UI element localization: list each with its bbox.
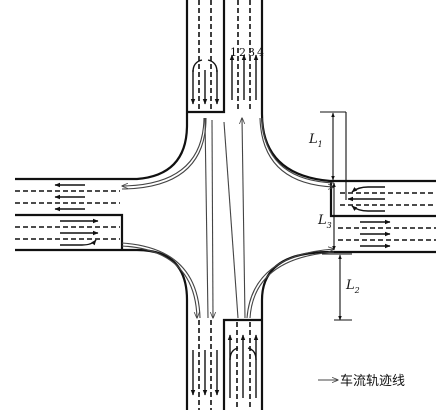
- lane-number: 2: [239, 46, 246, 59]
- dimension-l1: [320, 111, 347, 200]
- south-approach: [190, 318, 262, 410]
- west-approach: [15, 182, 124, 250]
- legend-label: 车流轨迹线: [340, 373, 405, 389]
- lane-number: 4: [257, 46, 264, 59]
- legend: 车流轨迹线: [318, 373, 405, 389]
- dimension-label-l3: L3: [317, 213, 332, 230]
- lane-numbers: 1 2 3 4: [230, 46, 264, 59]
- east-approach: [329, 181, 436, 249]
- north-approach: [187, 0, 259, 114]
- vehicle-trajectories: [122, 118, 334, 318]
- lane-number: 3: [248, 46, 255, 59]
- dimension-label-l1: L1: [308, 132, 323, 149]
- dimension-label-l2: L2: [345, 278, 360, 295]
- dimension-l2: [322, 253, 352, 321]
- lane-number: 1: [230, 46, 237, 59]
